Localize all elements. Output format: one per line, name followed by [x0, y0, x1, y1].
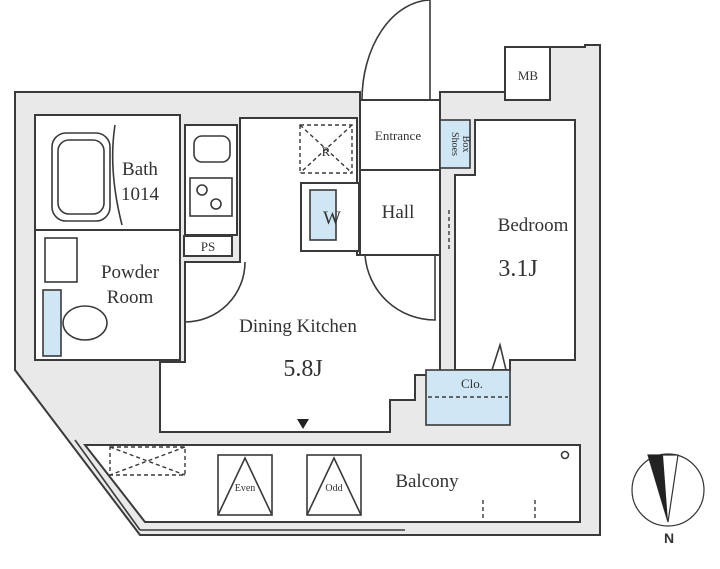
shoes-box-label-2: Box	[460, 136, 471, 153]
ps-label: PS	[201, 239, 215, 254]
evacuation-hatch	[109, 446, 186, 476]
powder-room-label: Powder	[101, 262, 160, 283]
pipe-space	[183, 235, 233, 257]
meter-box	[504, 46, 551, 101]
closet-label: Clo.	[461, 376, 483, 391]
hall	[359, 169, 441, 256]
bedroom-label: Bedroom	[498, 215, 569, 236]
closet	[425, 369, 511, 426]
odd-label: Odd	[325, 483, 342, 494]
washer-pan	[309, 189, 337, 241]
north-compass-icon	[631, 453, 705, 527]
powder-room	[34, 229, 181, 361]
refrigerator-label: R	[322, 144, 331, 159]
balcony-label: Balcony	[395, 471, 459, 492]
dining-kitchen-label: Dining Kitchen	[239, 316, 357, 337]
powder-door	[184, 261, 246, 323]
hall-door	[364, 254, 436, 321]
toilet	[62, 305, 108, 341]
stove	[189, 177, 233, 217]
powder-room-label-2: Room	[107, 287, 154, 308]
burner-icon	[210, 198, 222, 210]
shoes-box	[439, 119, 471, 169]
shoes-box-label: Shoes	[449, 132, 460, 156]
bedroom-size-label: 3.1J	[498, 256, 537, 282]
drain-icon	[560, 450, 570, 460]
bathtub	[51, 132, 111, 222]
sink	[44, 237, 78, 283]
meter-box-label: MB	[518, 68, 539, 83]
kitchen-sink	[193, 135, 231, 163]
dining-kitchen-size-label: 5.8J	[283, 356, 322, 382]
balcony-area	[82, 444, 581, 523]
bath-label: Bath	[122, 159, 158, 180]
bath-room	[34, 114, 181, 231]
even-unit	[217, 454, 273, 516]
hall-label: Hall	[382, 202, 415, 223]
toilet-tank	[42, 289, 62, 357]
burner-icon	[196, 184, 208, 196]
washer-label: W	[323, 208, 341, 229]
refrigerator-space	[299, 124, 353, 174]
even-label: Even	[235, 483, 256, 494]
north-label: N	[664, 530, 674, 546]
entry-marker-icon	[297, 419, 309, 429]
entrance-door	[361, 0, 431, 101]
entrance-label: Entrance	[375, 128, 421, 143]
odd-unit	[306, 454, 362, 516]
bath-size-label: 1014	[121, 184, 160, 205]
